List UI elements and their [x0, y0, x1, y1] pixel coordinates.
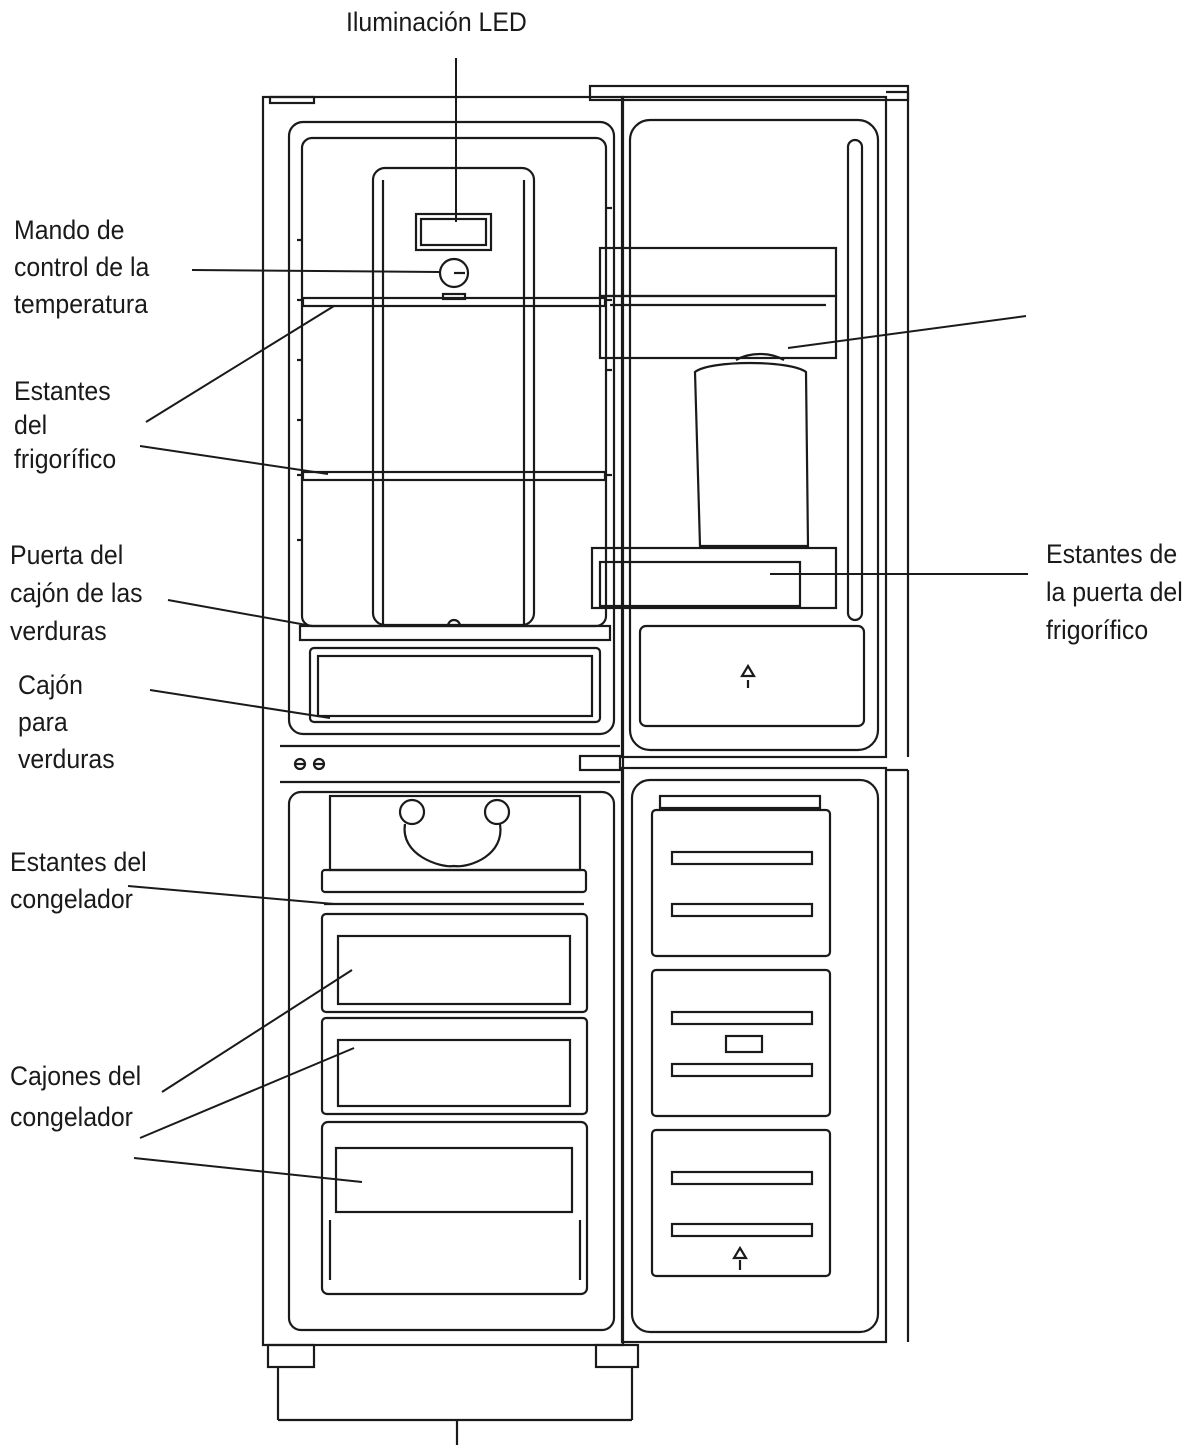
label-line: temperatura: [14, 289, 148, 319]
label-line: Mando de: [14, 215, 125, 245]
label-line: para: [18, 707, 68, 737]
label-line: la puerta del: [1046, 577, 1183, 607]
fridge-body: [261, 95, 640, 1445]
label-line: Estantes de: [1046, 539, 1178, 569]
label-line: verduras: [18, 744, 115, 774]
label-freezer-drawers: Cajones del congelador: [10, 1056, 141, 1138]
label-line: congelador: [10, 884, 133, 914]
label-line: Cajones del: [10, 1061, 142, 1091]
leader-fridge-shelf-2: [139, 445, 329, 475]
label-line: control de la: [14, 252, 150, 282]
leader-temp-control: [191, 269, 441, 273]
label-line: congelador: [10, 1102, 133, 1132]
label-line: frigorífico: [1046, 615, 1149, 645]
label-door-shelves: Estantes de la puerta del frigorífico: [1046, 535, 1183, 649]
leader-freezer-drawer-3: [133, 1157, 363, 1183]
label-led-lighting: Iluminación LED: [346, 4, 527, 41]
label-line: Estantes: [14, 376, 111, 406]
label-line: verduras: [10, 616, 107, 646]
label-line: Estantes del: [10, 847, 147, 877]
leader-fridge-shelf-1: [145, 305, 335, 423]
label-crisper-cover: Puerta del cajón de las verduras: [10, 536, 143, 650]
leader-crisper: [149, 689, 331, 719]
label-line: Iluminación LED: [346, 7, 527, 37]
label-line: frigorífico: [14, 444, 117, 474]
label-line: del: [14, 410, 48, 440]
label-freezer-shelves: Estantes del congelador: [10, 844, 147, 918]
leader-crisper-cover: [167, 599, 313, 627]
label-line: Puerta del: [10, 540, 124, 570]
label-line: Cajón: [18, 670, 83, 700]
fridge-door: [588, 84, 910, 1344]
leader-freezer-shelf: [127, 885, 335, 905]
leader-lines: [127, 58, 1028, 1183]
leader-door-bin-upper: [787, 315, 1027, 349]
label-line: cajón de las: [10, 578, 143, 608]
label-temperature-control: Mando de control de la temperatura: [14, 212, 149, 323]
leader-freezer-drawer-1: [161, 969, 353, 1093]
leader-freezer-drawer-2: [139, 1047, 355, 1139]
label-crisper-drawer: Cajón para verduras: [18, 667, 115, 778]
label-fridge-shelves: Estantes del frigorífico: [14, 374, 116, 476]
